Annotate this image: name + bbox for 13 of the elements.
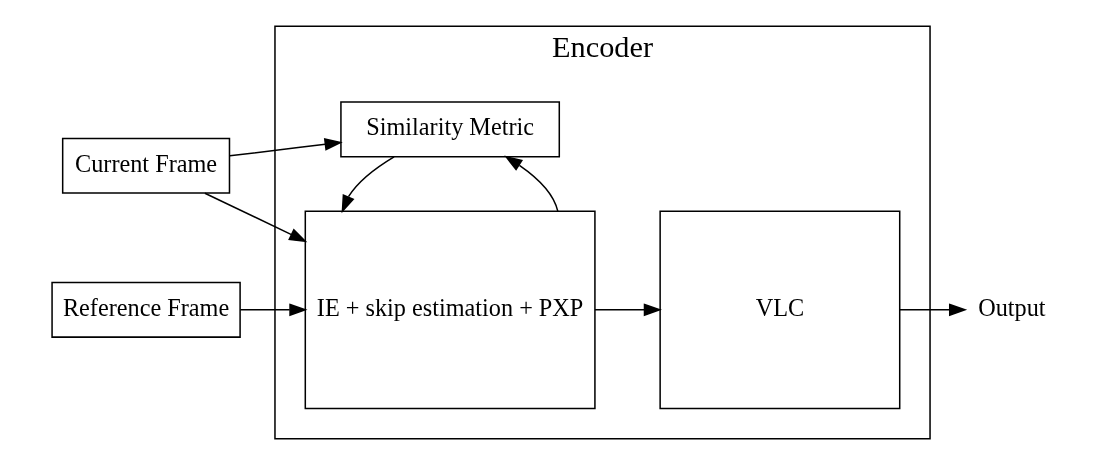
node-box: Current Frame bbox=[61, 137, 231, 194]
node-text: Output bbox=[978, 293, 1046, 321]
node-box: VLC bbox=[659, 210, 901, 410]
node-box: Similarity Metric bbox=[340, 101, 561, 158]
node-box: IE + skip estimation + PXP bbox=[304, 210, 596, 410]
arrow bbox=[239, 303, 308, 317]
arrow bbox=[229, 138, 343, 157]
arrow bbox=[341, 156, 395, 214]
node-box: Reference Frame bbox=[51, 281, 241, 338]
arrow bbox=[594, 303, 662, 317]
arrow bbox=[899, 303, 968, 317]
arrow bbox=[504, 155, 559, 212]
arrow bbox=[204, 192, 308, 243]
